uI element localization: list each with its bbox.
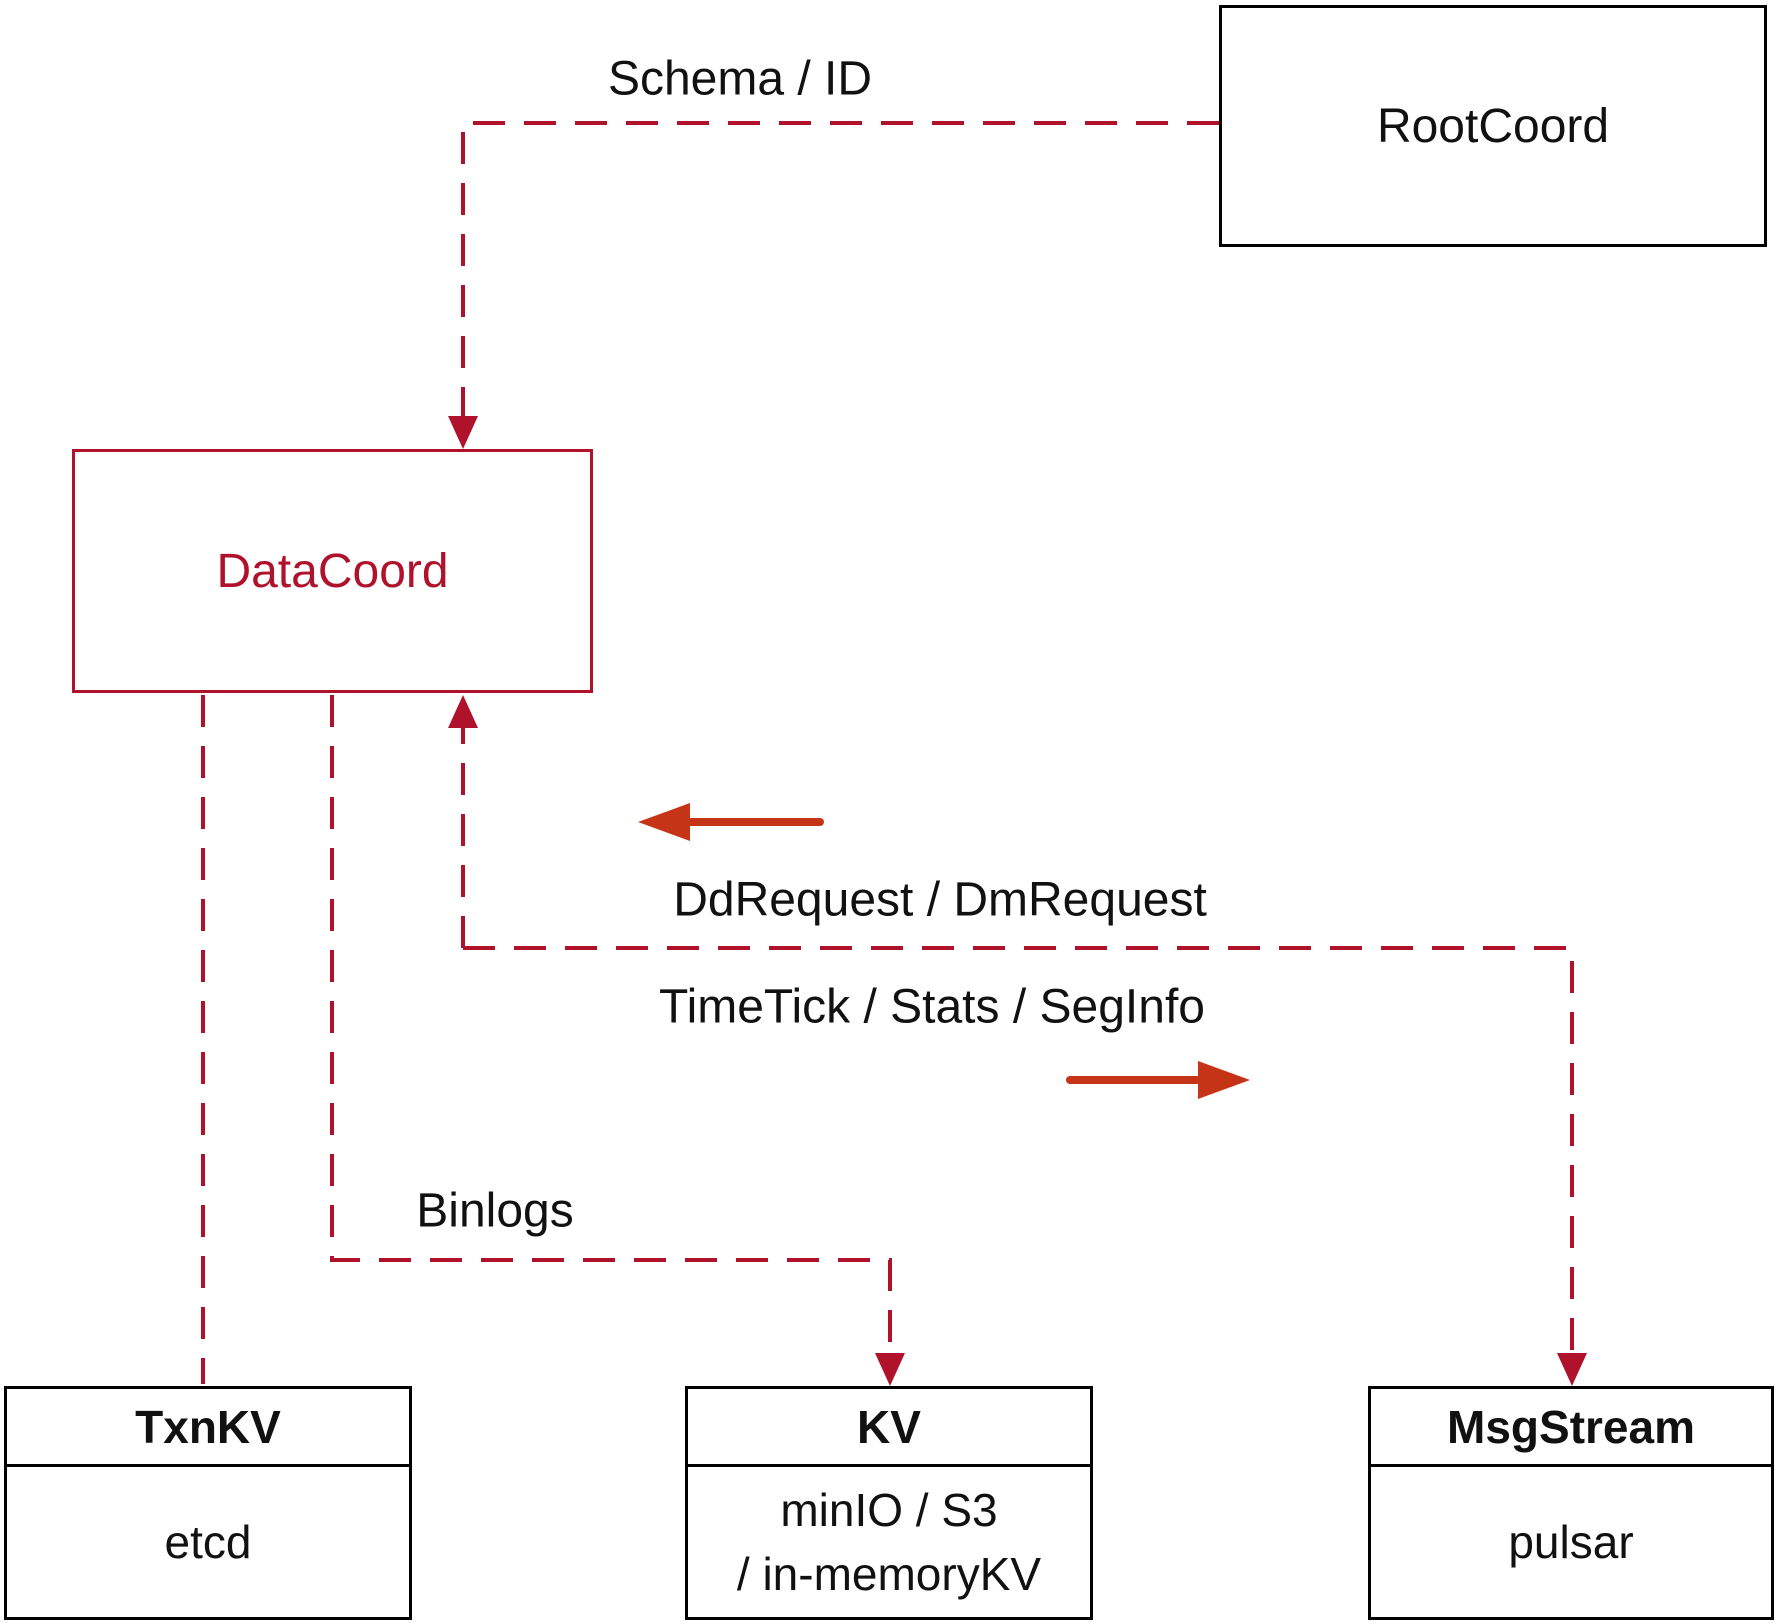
edge-request-horizontal-line	[463, 946, 1574, 1371]
node-kv: KV minIO / S3 / in-memoryKV	[685, 1386, 1093, 1620]
kv-title: KV	[688, 1389, 1090, 1467]
right-direction-arrowhead	[1198, 1061, 1250, 1099]
edge-label-schema-id: Schema / ID	[607, 52, 873, 106]
node-txnkv: TxnKV etcd	[4, 1386, 412, 1620]
edge-binlogs-line	[330, 695, 892, 1371]
node-msgstream: MsgStream pulsar	[1368, 1386, 1774, 1620]
node-datacoord: DataCoord	[72, 449, 593, 693]
edge-schema-id-line	[461, 121, 1219, 434]
edge-request-arrowhead-up	[448, 695, 478, 728]
edge-schema-id-arrowhead	[448, 416, 478, 449]
msgstream-body: pulsar	[1508, 1516, 1634, 1568]
edge-label-binlogs: Binlogs	[416, 1184, 574, 1238]
msgstream-title: MsgStream	[1371, 1389, 1771, 1467]
edge-label-dd-request: DdRequest / DmRequest	[673, 873, 1207, 927]
left-direction-arrowhead	[638, 803, 690, 841]
kv-body: minIO / S3 / in-memoryKV	[688, 1467, 1090, 1617]
kv-body-line1: minIO / S3	[780, 1484, 998, 1536]
txnkv-title: TxnKV	[7, 1389, 409, 1467]
datacoord-label: DataCoord	[216, 544, 449, 598]
txnkv-body: etcd	[164, 1516, 252, 1568]
edge-msgstream-arrowhead	[1557, 1353, 1587, 1386]
edge-label-time-tick: TimeTick / Stats / SegInfo	[659, 980, 1205, 1034]
kv-body-line2: / in-memoryKV	[736, 1548, 1042, 1600]
edge-binlogs-arrowhead	[875, 1353, 905, 1386]
node-rootcoord: RootCoord	[1219, 5, 1767, 247]
rootcoord-label: RootCoord	[1376, 99, 1610, 153]
